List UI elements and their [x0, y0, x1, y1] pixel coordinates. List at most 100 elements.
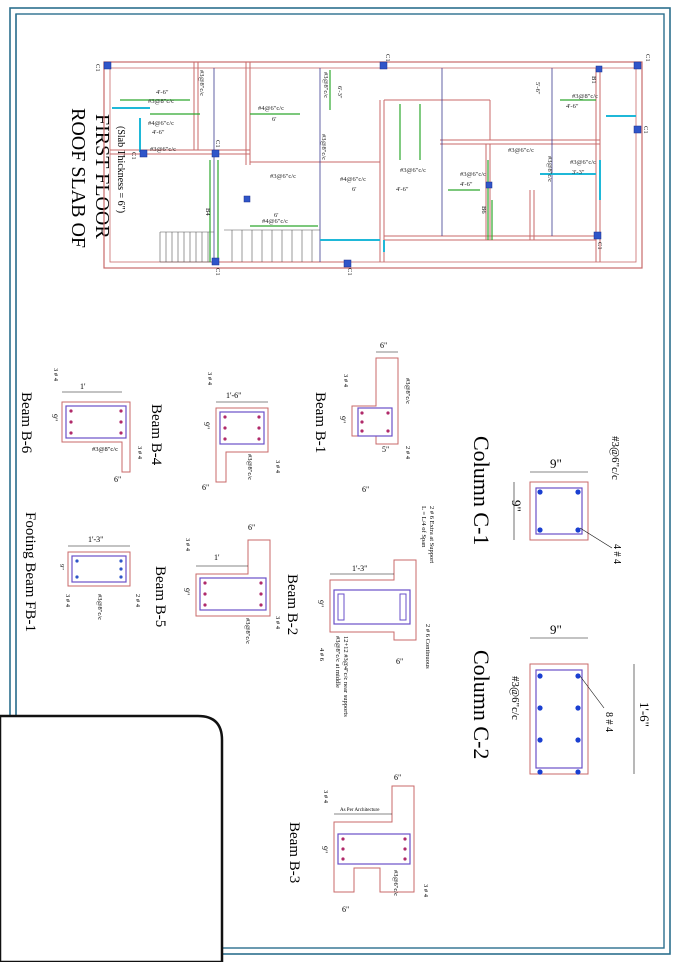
- plan-label-c1: C1: [346, 268, 353, 276]
- c2-tie: #3@6"c/c: [509, 676, 521, 720]
- b6-bottom-bars: 3 # 4: [136, 446, 143, 460]
- fb1-top-bars: 3 # 4: [64, 594, 71, 608]
- slab-rebar-label: #3@6"c/c: [150, 146, 176, 153]
- section-beam-b5: 1' 9" 6" 3 # 4 #3@8"c/c 3 # 4 Beam B-5: [152, 523, 281, 644]
- section-beam-b4: 1'-6" 9" 6" 3 # 4 #3@8"c/c 3 # 4 Beam B-…: [148, 372, 281, 492]
- section-beam-b2: 1'-3" 9" 6" 2 # 6 Extra at Support L = L…: [284, 506, 435, 717]
- b4-depth: 9": [202, 422, 211, 429]
- slab-dimension: 4'-6": [396, 186, 409, 193]
- b3-depth: 9": [320, 846, 329, 853]
- slab-rebar-label: #3@8"c/c: [572, 93, 598, 100]
- b5-bottom-bars: 3 # 4: [274, 616, 281, 630]
- c1-depth: 9": [509, 500, 524, 512]
- b6-width: 1': [80, 382, 86, 391]
- slab-rebar-label: #3@6"c/c: [508, 147, 534, 154]
- slab-rebar-label: #3@8"c/c: [148, 98, 174, 105]
- overlay-panel: [0, 714, 224, 962]
- plan-label-b6: B6: [480, 206, 487, 214]
- b4-bottom-bars: 3 # 4: [274, 460, 281, 474]
- section-beam-b3: As Per Architecture 9" 6" 6" 3 # 4 #3@6"…: [286, 773, 429, 914]
- b5-depth: 9": [182, 588, 191, 595]
- slab-rebar-label: #3@6"c/c: [460, 171, 486, 178]
- b6-flange: 6": [114, 475, 121, 484]
- b1-width: 6": [380, 341, 387, 350]
- slab-dimension: 6': [274, 212, 278, 219]
- slab-rebar-label: #3@6"c/c: [270, 173, 296, 180]
- b1-top-bars: 3 # 4: [342, 374, 349, 388]
- slab-rebar-label: #4@6"c/c: [258, 105, 284, 112]
- fb1-width: 1'-3": [88, 535, 103, 544]
- b6-depth: 9": [50, 414, 59, 421]
- b3-top-bars: 3 # 4: [322, 790, 329, 804]
- b5-title: Beam B-5: [152, 566, 168, 627]
- c2-bars: 8 # 4: [603, 712, 614, 732]
- fb1-stirrup: #3@8"c/c: [96, 594, 103, 620]
- slab-rebar-label: #3@8"c/c: [546, 156, 553, 182]
- c1-width: 9": [550, 456, 562, 471]
- plan-label-b4: B4: [204, 208, 211, 216]
- b1-stirrup: #3@8"c/c: [404, 378, 411, 404]
- c2-title: Column C-2: [469, 650, 494, 759]
- b2-note1: 2 # 6 Extra at Support: [428, 506, 435, 563]
- plan-label-c1: C1: [596, 242, 603, 250]
- slab-rebar-label: #3@8"c/c: [320, 134, 327, 160]
- section-column-c1: 9" 9" #3@6"c/c 4 # 4 Column C-1: [469, 436, 622, 564]
- b3-note: As Per Architecture: [340, 808, 380, 813]
- section-beam-b6: 1' 9" 6" 3 # 4 #3@8"c/c 3 # 4 Beam B-6: [18, 368, 143, 484]
- b2-title: Beam B-2: [284, 574, 300, 635]
- c1-tie: #3@6"c/c: [609, 436, 621, 480]
- b4-title: Beam B-4: [148, 404, 164, 466]
- b2-stirrup2: #3@8"c/c at middle: [334, 636, 341, 688]
- plan-label-c1: C1: [214, 268, 221, 276]
- section-beam-b1: 6" 9" 5" 6" 3 # 4 #3@8"c/c 2 # 4 Beam B-…: [312, 341, 411, 494]
- b2-note2: L = L/4 of Span: [420, 506, 427, 548]
- b5-top-bars: 3 # 4: [184, 538, 191, 552]
- slab-rebar-label: #3@6"c/c: [570, 159, 596, 166]
- slab-dimension: 4'-6": [460, 181, 473, 188]
- b2-flange: 6": [396, 657, 403, 666]
- b4-flange: 6": [202, 483, 209, 492]
- b1-flange1: 5": [382, 445, 389, 454]
- b4-top-bars: 3 # 4: [206, 372, 213, 386]
- plan-label-c1: C1: [644, 54, 651, 62]
- fb1-depth: 9": [58, 564, 65, 570]
- b3-flange1: 6": [394, 773, 401, 782]
- c1-title: Column C-1: [469, 436, 494, 545]
- slab-dimension: 5'-6": [534, 82, 541, 95]
- c1-bars: 4 # 4: [611, 544, 622, 564]
- slab-dimension: 4'-6": [156, 89, 169, 96]
- stair: [159, 229, 320, 263]
- b6-title: Beam B-6: [18, 392, 34, 454]
- slab-rebar-label: #3@8"c/c: [322, 72, 329, 98]
- b6-stirrup: #3@8"c/c: [92, 446, 118, 453]
- slab-dimension: 6'-3": [336, 86, 343, 99]
- floor-plan: C1 C1 C1 C1 C1 C1 C1 C1 C1 B1 B4 B6 #3@8…: [94, 54, 651, 276]
- plan-label-c1: C1: [214, 140, 221, 148]
- b5-flange: 6": [248, 523, 255, 532]
- b4-stirrup: #3@8"c/c: [246, 454, 253, 480]
- slab-dimension: 4'-6": [566, 103, 579, 110]
- slab-rebar-label: #4@6"c/c: [340, 176, 366, 183]
- b2-width: 1'-3": [352, 564, 367, 573]
- b1-depth: 9": [338, 416, 347, 423]
- slab-dimension: 3'-3": [572, 169, 585, 176]
- b2-stirrup1: 12+12 #3@4"c/c near supports: [342, 636, 349, 717]
- fb1-title: Footing Beam FB-1: [22, 512, 38, 632]
- b3-bottom-bars: 3 # 4: [422, 884, 429, 898]
- b5-stirrup: #3@8"c/c: [244, 618, 251, 644]
- title-block: ROOF SLAB OF FIRST FLOOR (Slab Thickness…: [67, 108, 126, 248]
- title-line1: ROOF SLAB OF: [67, 108, 89, 248]
- slab-rebar-label: #4@6"c/c: [262, 218, 288, 225]
- b3-stirrup: #3@6"c/c: [392, 870, 399, 896]
- b1-flange2: 6": [362, 485, 369, 494]
- plan-label-c1: C1: [130, 152, 137, 160]
- c2-width: 9": [550, 622, 562, 637]
- b3-flange2: 6": [342, 905, 349, 914]
- b6-top-bars: 3 # 4: [52, 368, 59, 382]
- plan-label-c1: C1: [94, 64, 101, 72]
- slab-rebar-label: #3@6"c/c: [400, 167, 426, 174]
- slab-dimension: 6': [272, 116, 276, 123]
- slab-dimension: 4'-6": [152, 129, 165, 136]
- section-column-c2: 9" 1'-6" #3@6"c/c 8 # 4 Column C-2: [469, 622, 652, 775]
